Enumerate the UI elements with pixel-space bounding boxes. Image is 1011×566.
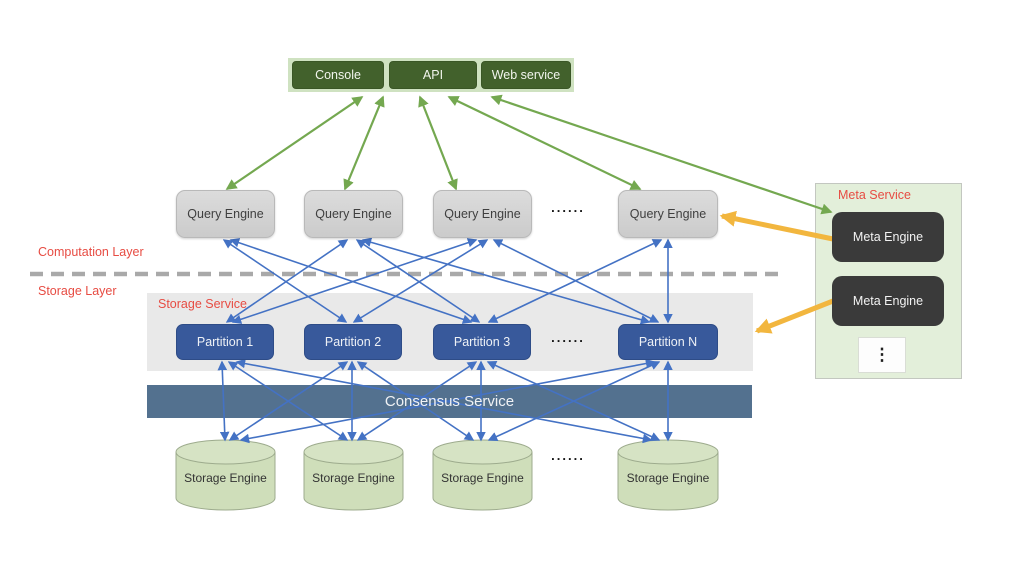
query-engine-box-1: Query Engine [176,190,275,238]
storage-engine-label-1: Storage Engine [184,471,267,485]
partition-box-1: Partition 1 [176,324,274,360]
storage-engine-cylinder-top [175,439,276,465]
partition-box-2: Partition 2 [304,324,402,360]
storage-engine-cylinder-top [617,439,719,465]
client-query-link [343,95,385,191]
consensus-service-label: Consensus Service [384,393,515,410]
api-box: API [389,61,477,89]
partition-ellipsis: ...... [551,330,585,345]
console-box: Console [292,61,384,89]
web-service-box: Web service [481,61,571,89]
storage-engine-cylinder-top [432,439,533,465]
meta-service-title: Meta Service [838,188,911,202]
meta-engine-box-1: Meta Engine [832,212,944,262]
client-query-link [447,96,642,190]
storage-layer-label: Storage Layer [38,284,117,298]
storage-engine-label-3: Storage Engine [441,471,524,485]
query-engine-box-2: Query Engine [304,190,403,238]
storage-service-title: Storage Service [158,297,247,311]
storage-engine-label-4: Storage Engine [626,471,710,485]
query-engine-ellipsis: ...... [551,200,585,215]
storage-engine-cylinder-top [303,439,404,465]
client-query-link [418,95,458,191]
computation-layer-label: Computation Layer [38,245,144,259]
partition-box-n: Partition N [618,324,718,360]
client-query-link [225,96,364,190]
partition-box-3: Partition 3 [433,324,531,360]
query-engine-box-3: Query Engine [433,190,532,238]
query-engine-box-4: Query Engine [618,190,718,238]
storage-engine-label-2: Storage Engine [312,471,395,485]
storage-engine-ellipsis: ...... [551,448,585,463]
meta-engine-box-2: Meta Engine [832,276,944,326]
meta-engine-ellipsis: ⋮ [858,337,906,373]
